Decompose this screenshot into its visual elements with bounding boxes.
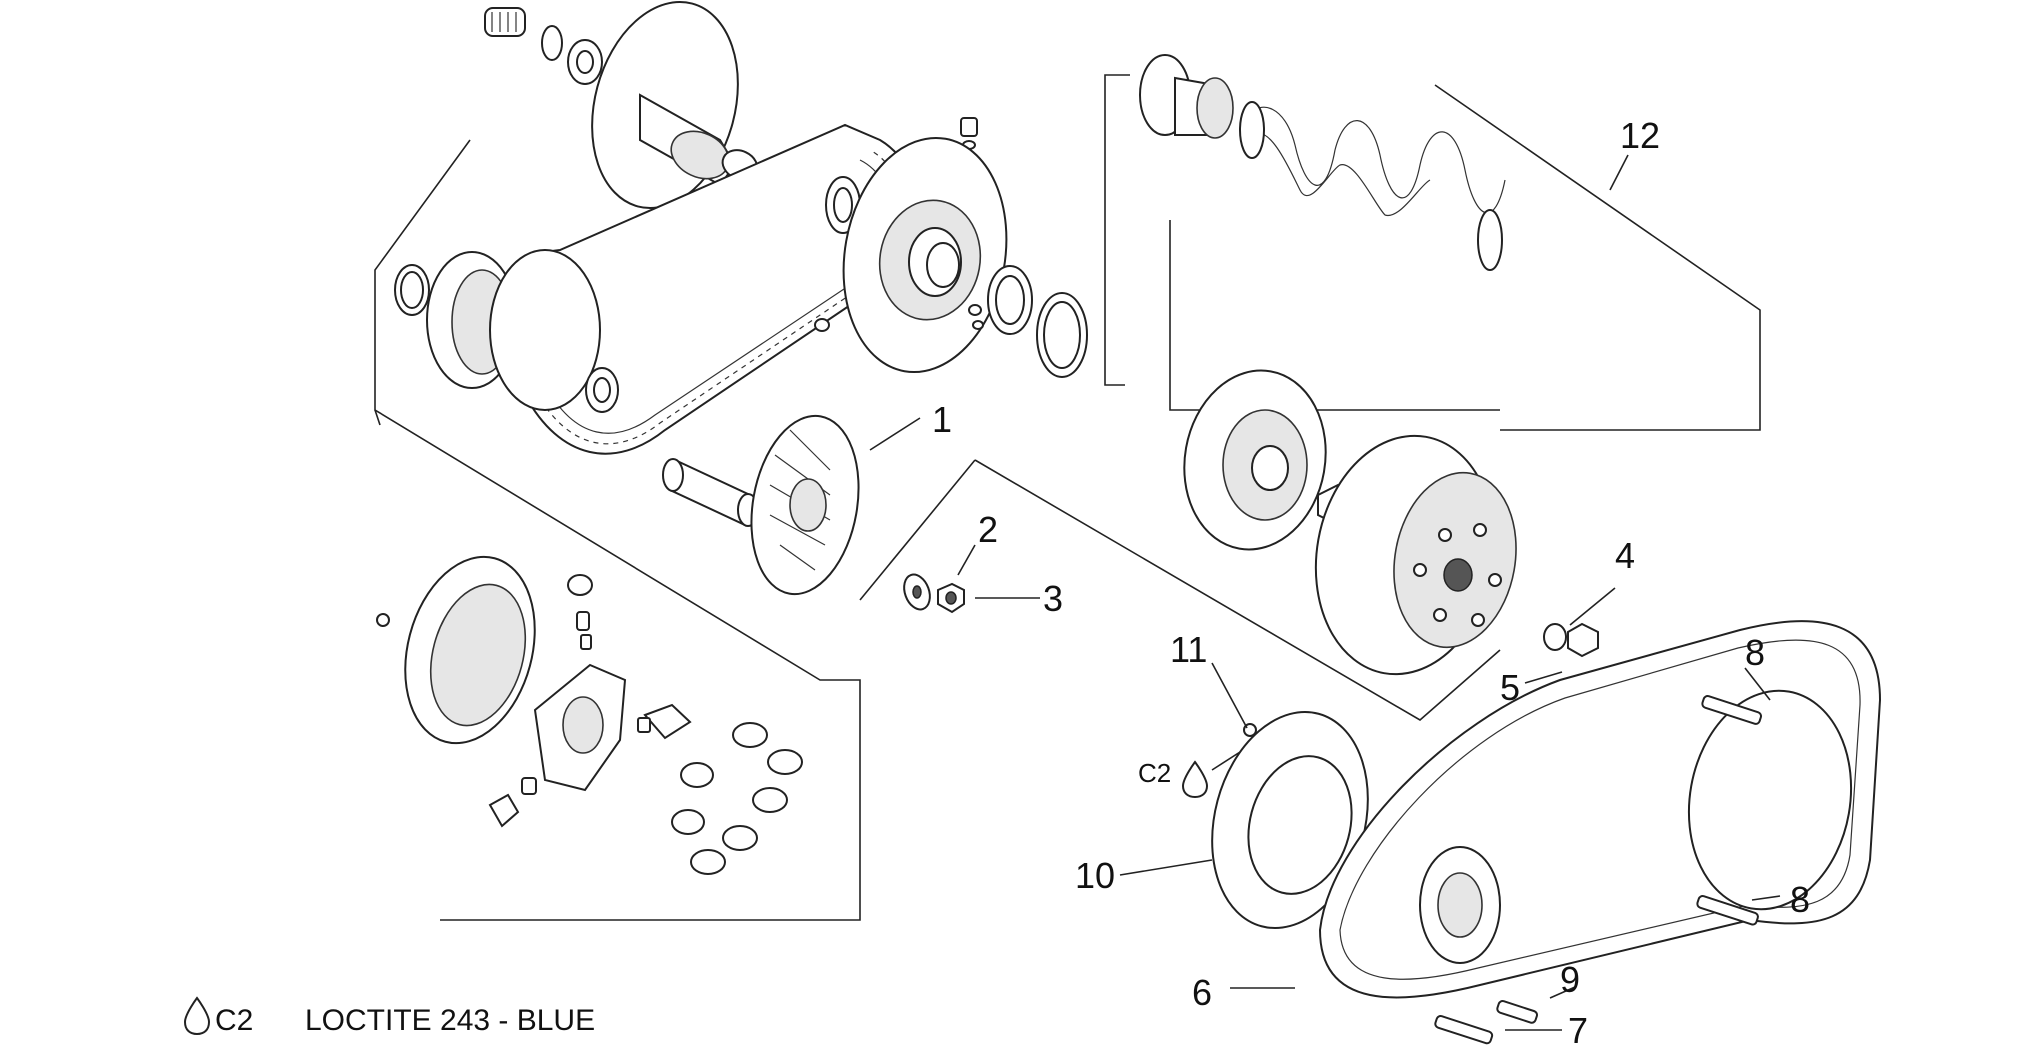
- washer-4: [1543, 623, 1567, 651]
- callout-10: 10: [1075, 855, 1115, 896]
- needle-bearing: [484, 7, 526, 37]
- legend-text: LOCTITE 243 - BLUE: [305, 1004, 595, 1037]
- callout-9: 9: [1560, 959, 1580, 1000]
- legend-code: C2: [215, 1004, 253, 1037]
- drop-icon: [183, 996, 211, 1036]
- callout-2: 2: [978, 509, 998, 550]
- callout-6: 6: [1192, 972, 1212, 1013]
- guide-slider: [488, 703, 692, 828]
- screw-small: [376, 613, 390, 627]
- bolt-9: [1496, 1000, 1539, 1024]
- roller-slider: [567, 574, 593, 650]
- clutch-spring: [1239, 101, 1506, 271]
- bolt-7: [1434, 1015, 1494, 1045]
- bearing-ring: [567, 39, 603, 85]
- snap-ring: [541, 25, 563, 61]
- bolt-small: [960, 117, 978, 150]
- pin-small: [814, 304, 984, 332]
- legend: C2 LOCTITE 243 - BLUE: [183, 996, 595, 1037]
- leader-lines: [869, 154, 1781, 1031]
- callout-11: 11: [1170, 629, 1207, 670]
- callout-7: 7: [1568, 1010, 1588, 1045]
- ramp-plate: [533, 663, 627, 792]
- sealing-gasket: [1211, 710, 1369, 930]
- seal-ring: [1036, 292, 1088, 378]
- o-ring: [394, 264, 430, 316]
- callout-8-top: 8: [1745, 632, 1765, 673]
- callout-4: 4: [1615, 535, 1635, 576]
- callout-5: 5: [1500, 667, 1520, 708]
- variator-cover-plate: [404, 555, 536, 745]
- callout-1: 1: [932, 399, 952, 440]
- spacer-ring: [987, 265, 1033, 335]
- nut-5: [1567, 622, 1599, 658]
- nut: [937, 582, 965, 614]
- bolt-8-top: [1701, 695, 1763, 725]
- c2-marker-label: C2: [1138, 758, 1171, 788]
- clutch-bell: [1314, 434, 1517, 676]
- fixed-pulley-half: [591, 0, 759, 210]
- group-frame-variator: [374, 139, 861, 921]
- callout-12: 12: [1620, 115, 1660, 156]
- washer: [903, 573, 931, 611]
- spacer-sleeve: [662, 458, 759, 527]
- group-frame-clutch: [859, 74, 1501, 721]
- group-frame-spring: [1434, 84, 1761, 431]
- clutch-shoe-assembly: [1183, 369, 1327, 551]
- belt-guide-disc: [489, 249, 601, 411]
- clutch-sleeve: [1139, 54, 1234, 139]
- transmission-cover: [1318, 620, 1882, 999]
- callout-3: 3: [1043, 578, 1063, 619]
- rollers: [671, 722, 803, 875]
- movable-pulley-half: [842, 136, 1008, 374]
- bolt-8-lower: [1696, 895, 1759, 926]
- bushing-ring: [585, 367, 619, 413]
- callout-8-lower: 8: [1790, 879, 1810, 920]
- loctite-drop-marker: [1181, 760, 1209, 799]
- fan-pulley: [750, 414, 860, 596]
